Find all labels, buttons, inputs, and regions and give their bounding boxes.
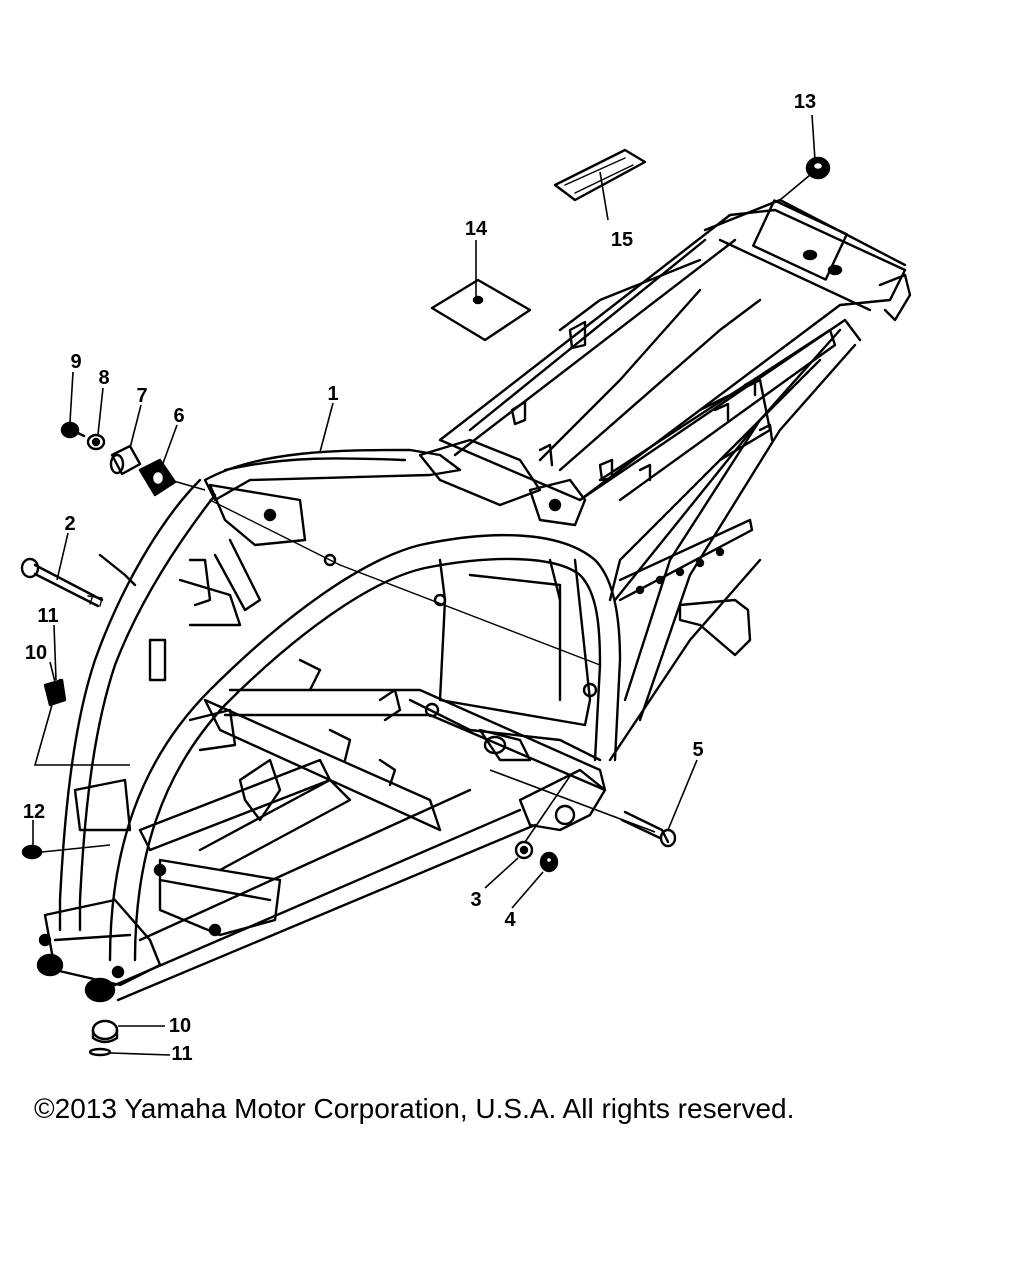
callout-4: 4: [504, 909, 516, 931]
main-frame: [36, 198, 912, 1003]
part-3-washer: [514, 840, 534, 860]
leader-lines: [32, 114, 816, 1056]
part-10-11-lower: [88, 1019, 119, 1057]
callout-10-lower: 10: [169, 1015, 191, 1037]
part-7-collar: [109, 444, 142, 476]
callout-7: 7: [136, 385, 147, 407]
callout-12: 12: [23, 801, 45, 823]
loose-parts: [20, 148, 831, 1057]
frame-parts-diagram: 13 14 15 1 9 8 7 6 2 11 10 12 5 3 4 10 1…: [20, 91, 912, 1065]
part-2-bolt: [20, 557, 104, 608]
callout-5: 5: [692, 739, 703, 761]
callout-9: 9: [70, 351, 81, 373]
callout-14: 14: [465, 218, 488, 240]
callout-3: 3: [470, 889, 481, 911]
callout-11-lower: 11: [171, 1043, 192, 1065]
callout-8: 8: [98, 367, 109, 389]
part-13-grommet: [805, 156, 831, 180]
callout-6: 6: [173, 405, 184, 427]
callout-10-upper: 10: [25, 642, 47, 664]
callout-15: 15: [611, 229, 633, 251]
copyright-notice: ©2013 Yamaha Motor Corporation, U.S.A. A…: [34, 1093, 795, 1124]
part-12-washer: [21, 844, 43, 860]
part-4-nut: [539, 851, 559, 873]
callout-11-upper: 11: [37, 605, 58, 627]
callout-13: 13: [794, 91, 816, 113]
part-9-bolt: [60, 421, 86, 439]
part-14-pad: [430, 278, 532, 342]
callout-labels: 13 14 15 1 9 8 7 6 2 11 10 12 5 3 4 10 1…: [23, 91, 816, 1065]
part-8-washer: [86, 433, 106, 451]
callout-2: 2: [64, 513, 75, 535]
callout-1: 1: [327, 383, 338, 405]
part-6-damper: [138, 458, 177, 497]
part-15-strap: [553, 148, 647, 202]
part-10-11-upper: [43, 678, 67, 707]
